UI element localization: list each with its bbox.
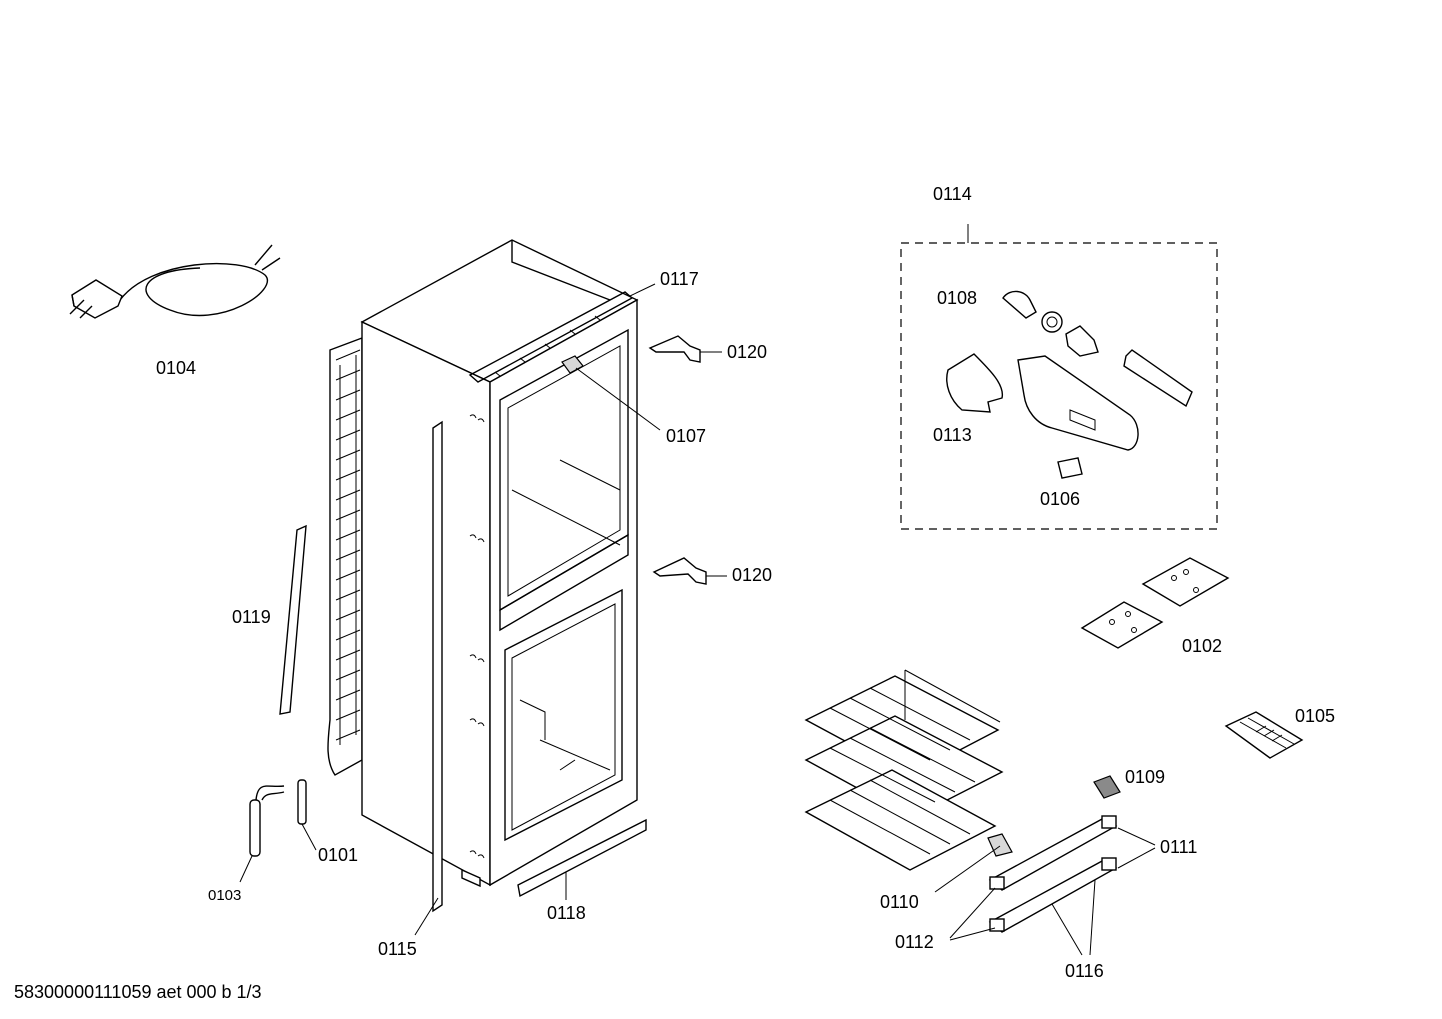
lamp-and-housing-parts (946, 290, 1193, 479)
label-0117: 0117 (660, 269, 699, 289)
shelf-clip-0109 (1093, 775, 1121, 799)
label-0120-upper: 0120 (727, 342, 767, 362)
seal-strip-0119 (279, 524, 307, 715)
label-0103: 0103 (208, 887, 241, 904)
footer-document-code: 58300000111059 aet 000 b 1/3 (14, 982, 262, 1002)
hinge-part-lower (652, 557, 707, 585)
label-0115: 0115 (378, 939, 417, 959)
shelf-rail-parts (988, 815, 1118, 933)
label-0113: 0113 (933, 425, 972, 445)
seal-strip-0118 (517, 818, 647, 898)
label-0119: 0119 (232, 607, 271, 627)
label-0104: 0104 (156, 358, 196, 378)
label-0101: 0101 (318, 845, 358, 865)
label-0108: 0108 (937, 288, 977, 308)
label-0120-lower: 0120 (732, 565, 772, 585)
ice-tray-part (1224, 711, 1304, 759)
label-0118: 0118 (547, 903, 586, 923)
hinge-part-upper (648, 335, 701, 363)
label-0111: 0111 (1160, 837, 1197, 857)
label-0110: 0110 (880, 892, 919, 912)
ice-pack-parts (1080, 557, 1230, 649)
label-0112: 0112 (895, 932, 934, 952)
label-0102: 0102 (1182, 636, 1222, 656)
label-0106: 0106 (1040, 489, 1080, 509)
label-0109: 0109 (1125, 767, 1165, 787)
label-0114: 0114 (933, 184, 972, 204)
leader-lines (239, 283, 1156, 956)
wire-shelf-parts (804, 669, 1004, 871)
part-labels: 0104 0117 0120 0107 0120 0119 0101 0103 … (156, 184, 1335, 981)
shelf-clip-0110 (987, 833, 1013, 857)
temperature-sensor-part (249, 779, 307, 857)
seal-strip-0115 (432, 420, 443, 913)
power-cord-part (69, 244, 281, 319)
label-0105: 0105 (1295, 706, 1335, 726)
label-0107: 0107 (666, 426, 706, 446)
kit-outline-0114 (900, 242, 1218, 530)
label-0116: 0116 (1065, 961, 1104, 981)
refrigerator-cabinet (327, 239, 639, 888)
